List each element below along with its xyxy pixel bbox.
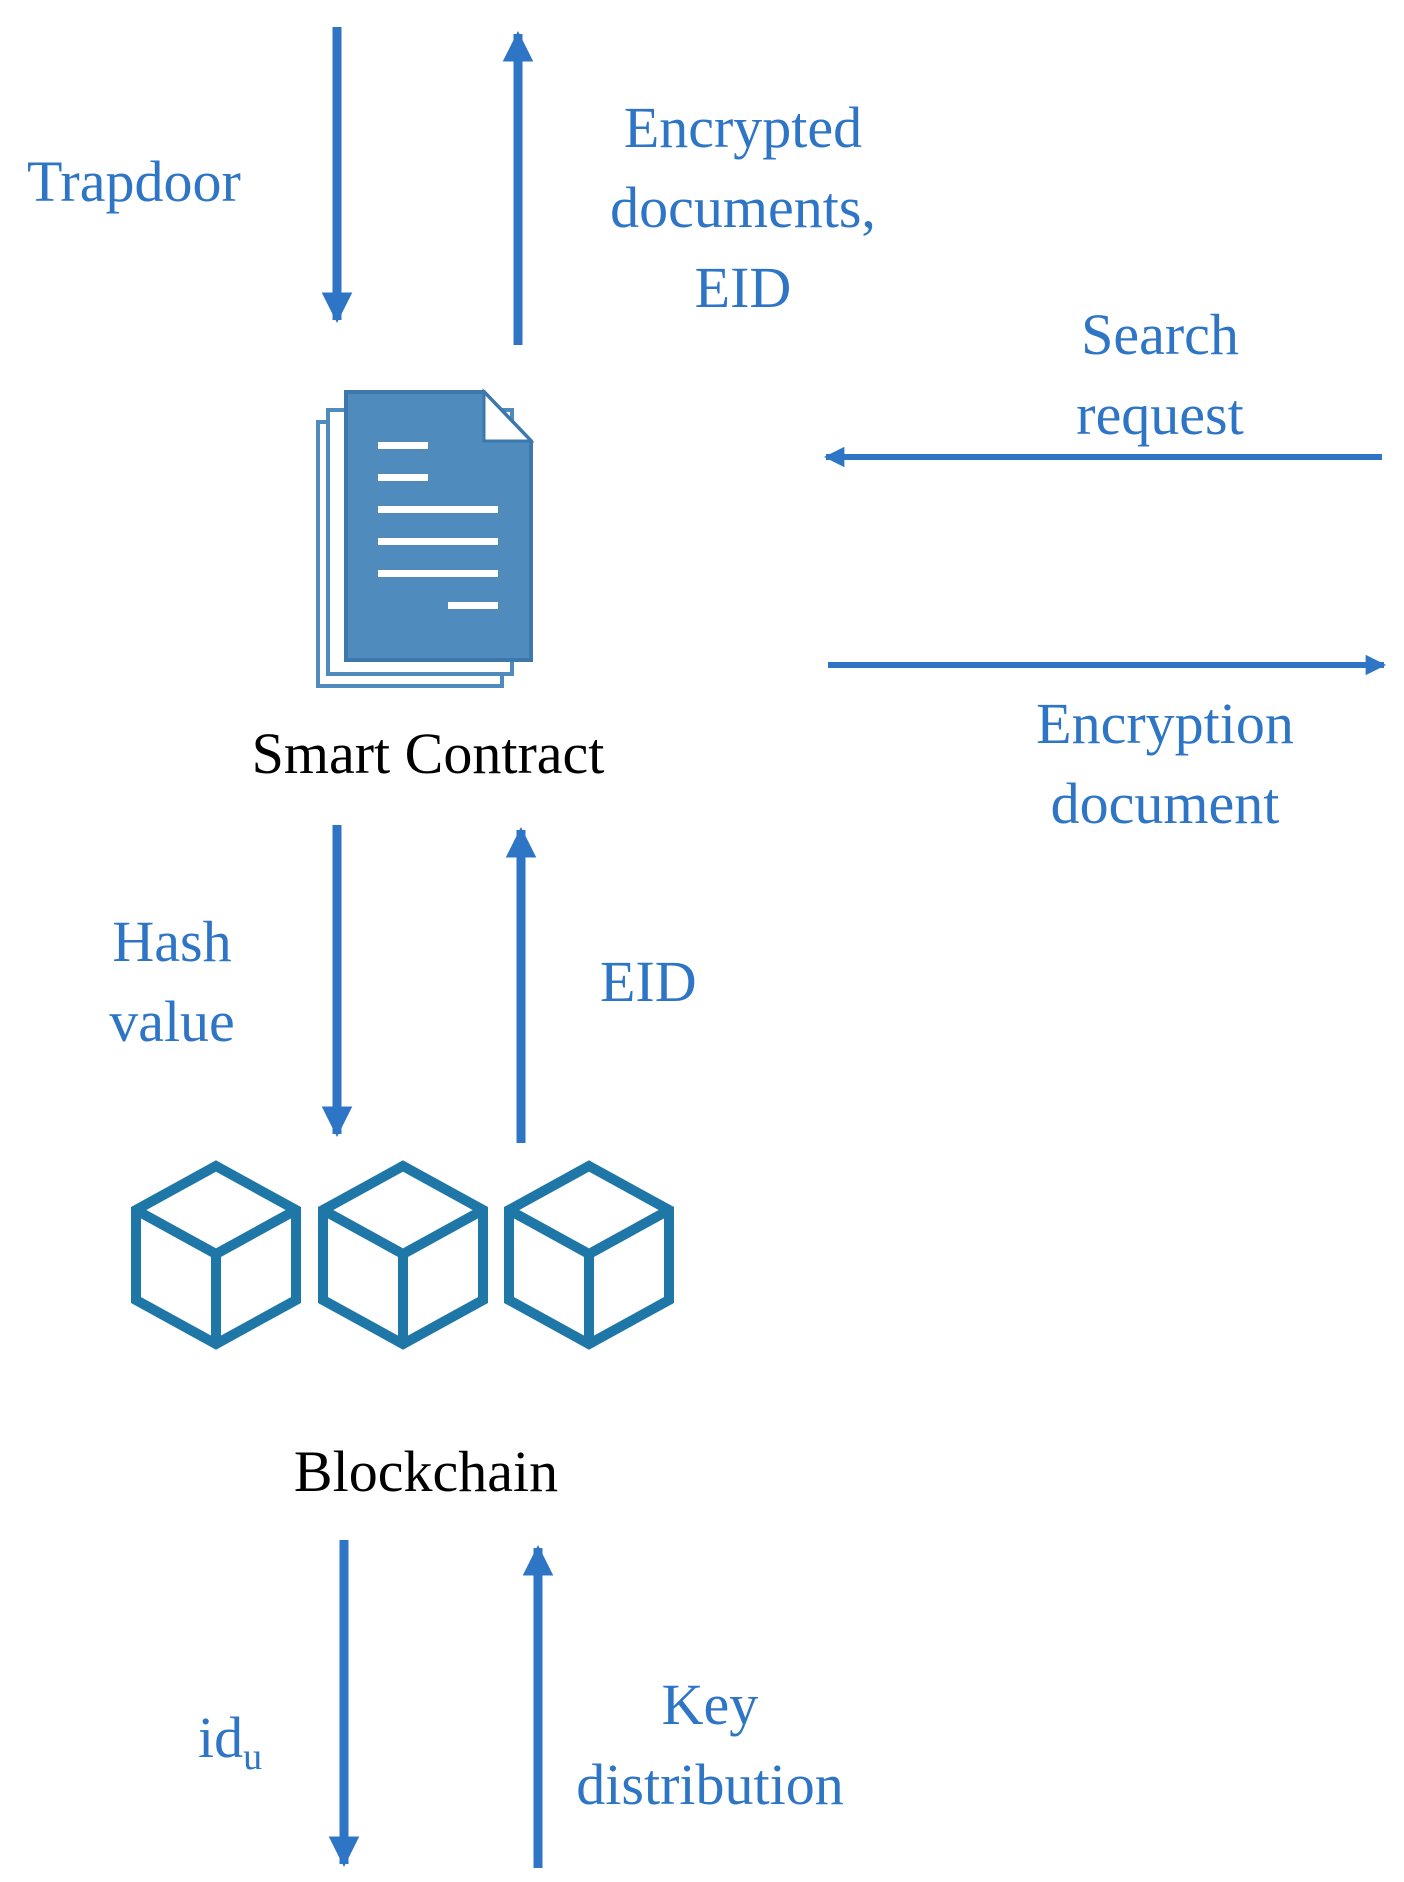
id-subscript: u bbox=[243, 1736, 263, 1778]
smart-contract-label: Smart Contract bbox=[251, 721, 605, 786]
encryption-document-label: Encryption document bbox=[1036, 691, 1294, 836]
id-u-label: idu bbox=[198, 1705, 263, 1778]
encrypted-documents-label: Encrypted documents, EID bbox=[610, 95, 876, 320]
document-stack-icon bbox=[316, 388, 535, 688]
cube-chain-icon bbox=[131, 1160, 674, 1350]
eid-label: EID bbox=[600, 949, 697, 1014]
hash-value-label: Hash value bbox=[109, 909, 235, 1054]
block-cube-3-icon bbox=[504, 1160, 674, 1350]
block-cube-1-icon bbox=[131, 1160, 301, 1350]
trapdoor-label: Trapdoor bbox=[27, 149, 241, 214]
key-distribution-label: Key distribution bbox=[576, 1672, 844, 1817]
search-request-label: Search request bbox=[1076, 302, 1244, 447]
blockchain-label: Blockchain bbox=[293, 1439, 559, 1504]
block-cube-2-icon bbox=[318, 1160, 488, 1350]
